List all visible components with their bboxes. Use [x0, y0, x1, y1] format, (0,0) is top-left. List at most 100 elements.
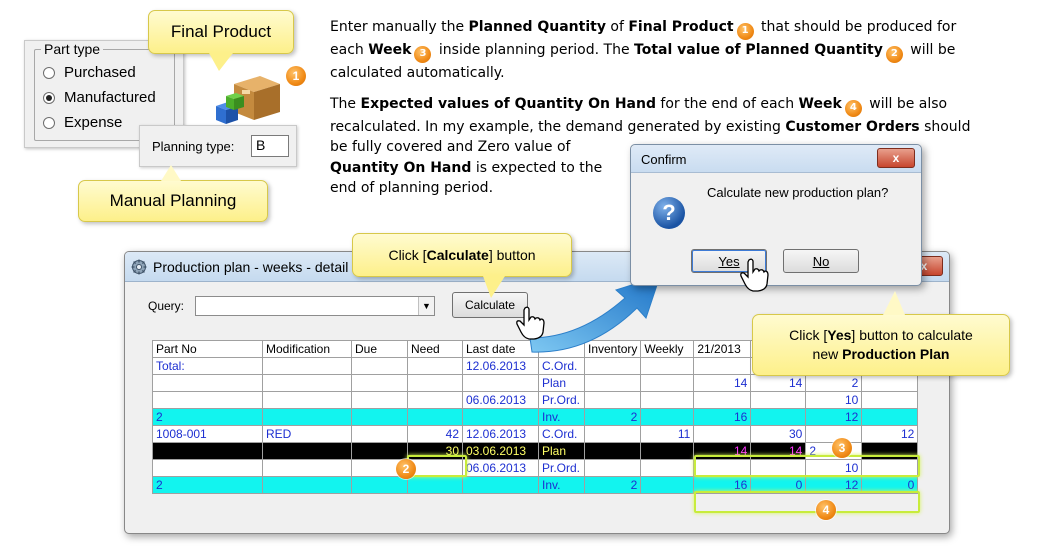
grid-cell[interactable]: 12.06.2013 — [462, 357, 539, 375]
grid-cell[interactable]: 12 — [805, 408, 863, 426]
grid-cell[interactable] — [262, 374, 352, 392]
col-header[interactable]: Modification — [262, 340, 352, 358]
dialog-titlebar[interactable]: Confirm x — [631, 145, 921, 173]
grid-cell[interactable]: Inv. — [538, 408, 585, 426]
grid-cell[interactable]: 14 — [750, 374, 807, 392]
grid-cell[interactable] — [351, 425, 408, 443]
col-header[interactable]: Due — [351, 340, 408, 358]
grid-cell[interactable]: Pr.Ord. — [538, 391, 585, 409]
grid-cell[interactable] — [640, 374, 695, 392]
grid-cell[interactable] — [693, 357, 752, 375]
grid-cell[interactable] — [152, 459, 263, 477]
grid-cell[interactable] — [583, 374, 642, 392]
grid-cell[interactable]: Plan — [538, 442, 585, 460]
grid-cell[interactable] — [750, 408, 807, 426]
grid-cell[interactable] — [640, 408, 695, 426]
grid-cell[interactable] — [640, 391, 695, 409]
grid-cell[interactable] — [262, 459, 352, 477]
grid-cell[interactable]: Plan — [538, 374, 585, 392]
grid-cell[interactable] — [861, 374, 919, 392]
grid-cell[interactable]: 12 — [861, 425, 919, 443]
grid-cell[interactable]: 12.06.2013 — [462, 425, 539, 443]
grid-cell[interactable]: 1008-001 — [152, 425, 263, 443]
grid-cell[interactable] — [262, 442, 352, 460]
table-row[interactable]: 1008-001 RED 42 12.06.2013 C.Ord. 11 30 … — [152, 425, 919, 443]
grid-cell[interactable]: 03.06.2013 — [462, 442, 539, 460]
grid-cell[interactable] — [152, 374, 263, 392]
col-header[interactable]: 21/2013 — [693, 340, 752, 358]
table-row-selected[interactable]: 30 03.06.2013 Plan 14 14 2 — [152, 442, 919, 460]
grid-cell[interactable] — [750, 391, 807, 409]
grid-cell[interactable]: C.Ord. — [538, 425, 585, 443]
grid-cell[interactable] — [640, 476, 695, 494]
grid-cell[interactable] — [351, 442, 408, 460]
grid-cell[interactable]: 14 — [693, 374, 752, 392]
table-row[interactable]: 2 Inv. 2 16 12 — [152, 408, 919, 426]
col-header[interactable]: Inventory — [583, 340, 642, 358]
grid-cell[interactable] — [640, 459, 695, 477]
grid-cell[interactable] — [583, 425, 642, 443]
col-header[interactable]: Need — [407, 340, 463, 358]
grid-cell[interactable] — [262, 476, 352, 494]
no-button[interactable]: No — [783, 249, 859, 273]
grid-cell[interactable] — [351, 374, 408, 392]
grid-cell[interactable]: 16 — [693, 408, 752, 426]
grid-cell[interactable] — [262, 391, 352, 409]
grid-cell[interactable]: 0 — [750, 476, 807, 494]
grid-cell[interactable] — [407, 357, 463, 375]
grid-cell[interactable] — [351, 476, 408, 494]
grid-cell[interactable] — [462, 408, 539, 426]
grid-cell[interactable] — [805, 425, 863, 443]
grid-cell[interactable] — [407, 391, 463, 409]
grid-cell[interactable] — [640, 442, 695, 460]
grid-cell[interactable] — [407, 408, 463, 426]
grid-cell[interactable] — [693, 425, 752, 443]
grid-cell[interactable]: Inv. — [538, 476, 585, 494]
planning-type-input[interactable]: B — [251, 135, 289, 157]
grid-cell[interactable]: 06.06.2013 — [462, 459, 539, 477]
radio-purchased[interactable]: Purchased — [43, 64, 136, 81]
grid-cell[interactable]: 0 — [861, 476, 919, 494]
grid-cell[interactable]: Total: — [152, 357, 263, 375]
grid-cell[interactable]: 42 — [407, 425, 463, 443]
grid-cell[interactable]: 06.06.2013 — [462, 391, 539, 409]
grid-cell[interactable] — [262, 408, 352, 426]
grid-cell[interactable] — [462, 374, 539, 392]
grid-cell[interactable] — [262, 357, 352, 375]
grid-cell[interactable]: 16 — [693, 476, 752, 494]
table-row[interactable]: 2 Inv. 2 16 0 12 0 — [152, 476, 919, 494]
grid-cell[interactable]: Pr.Ord. — [538, 459, 585, 477]
table-row[interactable]: 06.06.2013 Pr.Ord. 10 — [152, 391, 919, 409]
grid-cell[interactable] — [351, 408, 408, 426]
grid-cell[interactable] — [407, 476, 463, 494]
query-combobox[interactable]: ▼ — [195, 296, 435, 316]
grid-cell[interactable]: 2 — [583, 408, 642, 426]
grid-cell[interactable]: RED — [262, 425, 352, 443]
radio-manufactured[interactable]: Manufactured — [43, 89, 156, 106]
grid-cell[interactable] — [583, 459, 642, 477]
radio-expense[interactable]: Expense — [43, 114, 122, 131]
col-header[interactable]: Part No — [152, 340, 263, 358]
dialog-close-button[interactable]: x — [877, 148, 915, 168]
table-row[interactable]: Plan 14 14 2 — [152, 374, 919, 392]
grid-cell[interactable]: 2 — [152, 408, 263, 426]
dropdown-arrow-icon[interactable]: ▼ — [418, 297, 434, 315]
grid-cell[interactable] — [351, 357, 408, 375]
grid-cell[interactable]: 11 — [640, 425, 695, 443]
grid-cell[interactable] — [351, 391, 408, 409]
grid-cell[interactable] — [583, 391, 642, 409]
grid-cell[interactable]: 2 — [583, 476, 642, 494]
grid-cell[interactable] — [693, 391, 752, 409]
grid-cell[interactable]: 2 — [805, 374, 863, 392]
grid-cell[interactable]: 10 — [805, 391, 863, 409]
grid-cell[interactable] — [861, 391, 919, 409]
grid-cell[interactable] — [861, 408, 919, 426]
radio-button[interactable] — [43, 116, 55, 129]
grid-cell[interactable]: 30 — [750, 425, 807, 443]
grid-cell[interactable] — [462, 476, 539, 494]
grid-cell[interactable] — [152, 442, 263, 460]
grid-cell[interactable] — [152, 391, 263, 409]
radio-button-checked[interactable] — [43, 91, 55, 104]
grid-cell[interactable]: 2 — [152, 476, 263, 494]
grid-cell[interactable] — [583, 442, 642, 460]
